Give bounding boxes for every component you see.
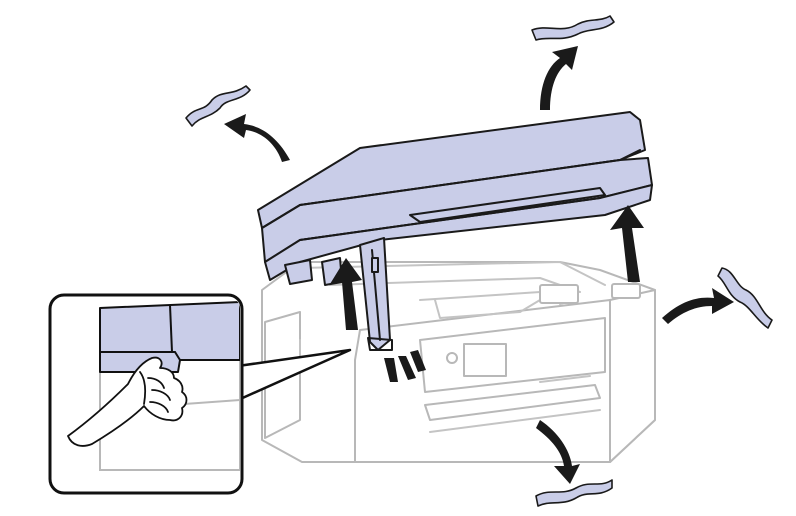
panel-screen — [463, 343, 507, 377]
power-button-icon — [446, 352, 458, 364]
output-tray — [424, 384, 601, 421]
printer-body — [261, 261, 656, 463]
paper-piece-topleft — [185, 85, 251, 127]
curved-arrow-right-icon — [662, 288, 734, 324]
support-arm — [359, 237, 393, 351]
scanner-unit-lid — [257, 111, 653, 286]
removal-arrows — [224, 46, 734, 484]
curved-arrow-bottom-icon — [536, 420, 580, 484]
lock-tick-icon — [384, 350, 426, 382]
paper-piece-bottom — [535, 479, 613, 507]
inset-detail — [48, 293, 352, 495]
curved-arrow-top-icon — [540, 46, 578, 110]
paper-piece-right — [717, 267, 773, 329]
paper-piece-top — [531, 15, 615, 41]
lift-arrow-right-icon — [610, 205, 644, 282]
jammed-paper-pieces — [185, 15, 773, 507]
lift-arrow-icon — [330, 258, 362, 330]
curved-arrow-topleft-icon — [224, 114, 290, 162]
